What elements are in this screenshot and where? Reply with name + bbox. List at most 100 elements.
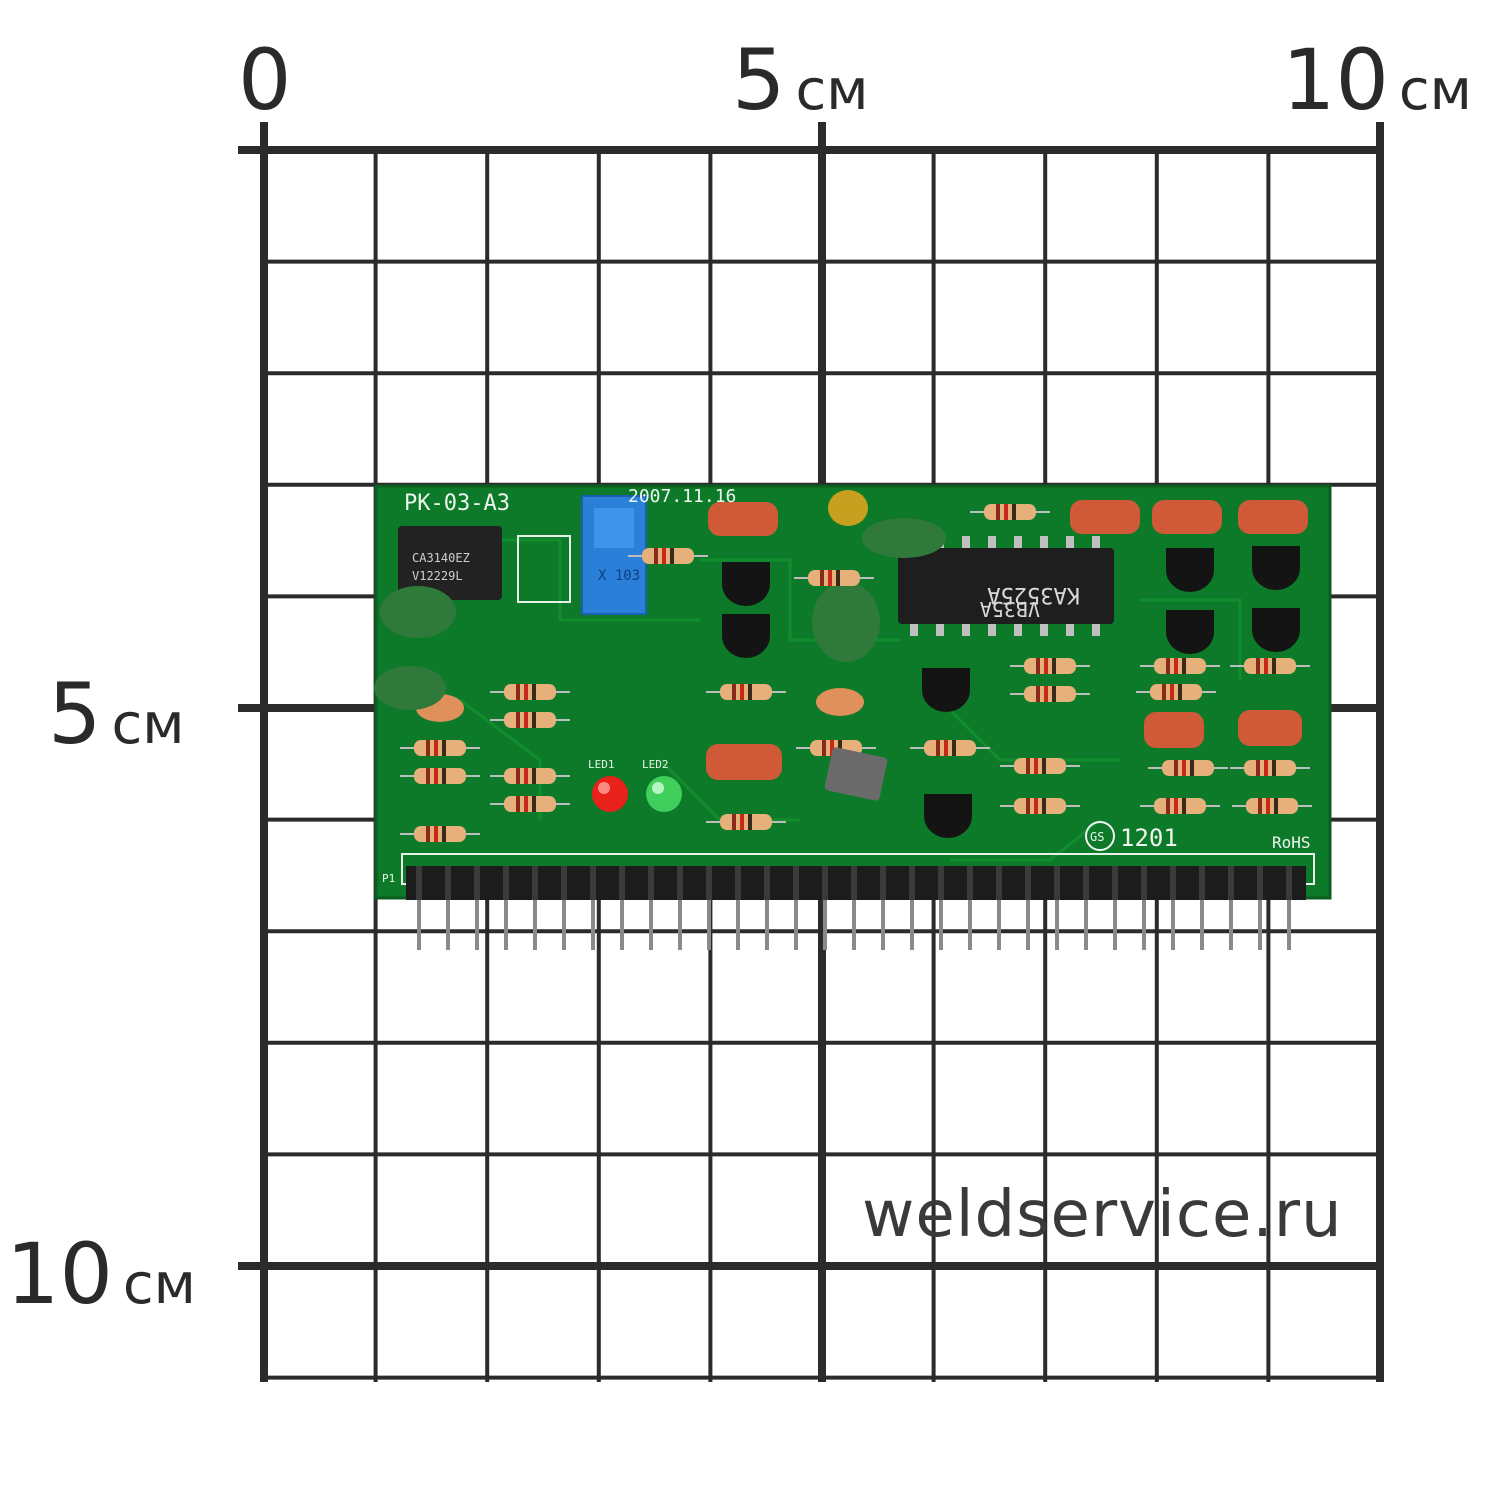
resistor — [924, 740, 976, 756]
header-pin — [1055, 898, 1059, 950]
resistor — [984, 504, 1036, 520]
header-pin — [1026, 898, 1030, 950]
film-capacitors — [416, 500, 1308, 780]
pwm-ic-line2: VB35A — [980, 597, 1040, 621]
board-date: 2007.11.16 — [628, 486, 736, 507]
header-pin — [852, 898, 856, 950]
resistor — [1246, 798, 1298, 814]
ceramic-capacitor — [812, 582, 880, 662]
status-leds: LED1 LED2 — [588, 758, 682, 812]
resistor — [504, 768, 556, 784]
voltage-regulator — [824, 747, 888, 801]
header-pin — [649, 898, 653, 950]
led-green — [646, 776, 682, 812]
resistor — [1024, 658, 1076, 674]
header-pin — [765, 898, 769, 950]
header-pin — [533, 898, 537, 950]
resistor — [414, 740, 466, 756]
resistor — [504, 712, 556, 728]
transistors — [722, 546, 1300, 838]
header-pin — [620, 898, 624, 950]
header-pin — [736, 898, 740, 950]
resistor — [1150, 684, 1202, 700]
header-pin — [591, 898, 595, 950]
watermark: weldservice.ru — [862, 1178, 1343, 1252]
header-pin — [910, 898, 914, 950]
header-pin — [939, 898, 943, 950]
resistor — [808, 570, 860, 586]
header-pin — [678, 898, 682, 950]
resistor — [720, 814, 772, 830]
pwm-ic-line1: KA3525A — [987, 582, 1080, 607]
resistor — [414, 768, 466, 784]
resistor — [504, 796, 556, 812]
resistor — [1162, 760, 1214, 776]
header-pin — [1142, 898, 1146, 950]
film-capacitor — [1152, 500, 1222, 534]
resistor — [1024, 686, 1076, 702]
transistor — [722, 562, 770, 606]
header-pins — [417, 898, 1291, 950]
film-capacitor — [1238, 710, 1302, 746]
header-pin — [968, 898, 972, 950]
header-pin — [1287, 898, 1291, 950]
film-capacitor — [706, 744, 782, 780]
ceramic-capacitor — [862, 518, 946, 558]
film-capacitor — [1070, 500, 1140, 534]
header-pin — [881, 898, 885, 950]
header-pin — [1171, 898, 1175, 950]
film-capacitor — [708, 502, 778, 536]
opamp-ic-line1: CA3140EZ — [412, 551, 470, 565]
header-pin — [707, 898, 711, 950]
board-model: PK-03-A3 — [404, 491, 510, 516]
opamp-ic: CA3140EZ V12229L — [398, 526, 502, 600]
scale-label-x-0: 0 — [238, 31, 292, 129]
header-pin — [823, 898, 827, 950]
date-code: 1201 — [1120, 824, 1178, 852]
transistor — [924, 794, 972, 838]
rohs-mark: RoHS — [1272, 833, 1311, 852]
header-pin — [1200, 898, 1204, 950]
led1-label: LED1 — [588, 758, 615, 771]
tantalum-capacitor — [828, 490, 868, 526]
resistor — [642, 548, 694, 564]
ceramic-capacitor — [380, 586, 456, 638]
film-capacitor — [1144, 712, 1204, 748]
pwm-controller-ic: KA3525A VB35A — [898, 548, 1114, 624]
control-board: CA3140EZ V12229L X 103 KA3525A VB35A — [374, 484, 1332, 950]
transistor — [922, 668, 970, 712]
resistor — [504, 684, 556, 700]
resistor — [720, 684, 772, 700]
transistor — [1166, 610, 1214, 654]
connector-label: P1 — [382, 872, 395, 885]
header-pin — [475, 898, 479, 950]
header-pin — [504, 898, 508, 950]
header-pin — [794, 898, 798, 950]
resistor — [1154, 798, 1206, 814]
gs-mark: GS — [1090, 830, 1104, 844]
resistor — [414, 826, 466, 842]
film-capacitor — [1238, 500, 1308, 534]
header-pin — [1229, 898, 1233, 950]
header-pin — [997, 898, 1001, 950]
header-pin — [446, 898, 450, 950]
header-pin — [417, 898, 421, 950]
resistor — [1014, 798, 1066, 814]
led-red — [592, 776, 628, 812]
resistor — [1244, 760, 1296, 776]
ceramic-capacitor — [374, 666, 446, 710]
resistor — [1244, 658, 1296, 674]
transistor — [722, 614, 770, 658]
transistor — [1252, 546, 1300, 590]
header-pin — [1258, 898, 1262, 950]
header-pin — [1084, 898, 1088, 950]
resistors — [400, 504, 1312, 842]
opamp-ic-line2: V12229L — [412, 569, 463, 583]
transistor — [1252, 608, 1300, 652]
led2-label: LED2 — [642, 758, 669, 771]
